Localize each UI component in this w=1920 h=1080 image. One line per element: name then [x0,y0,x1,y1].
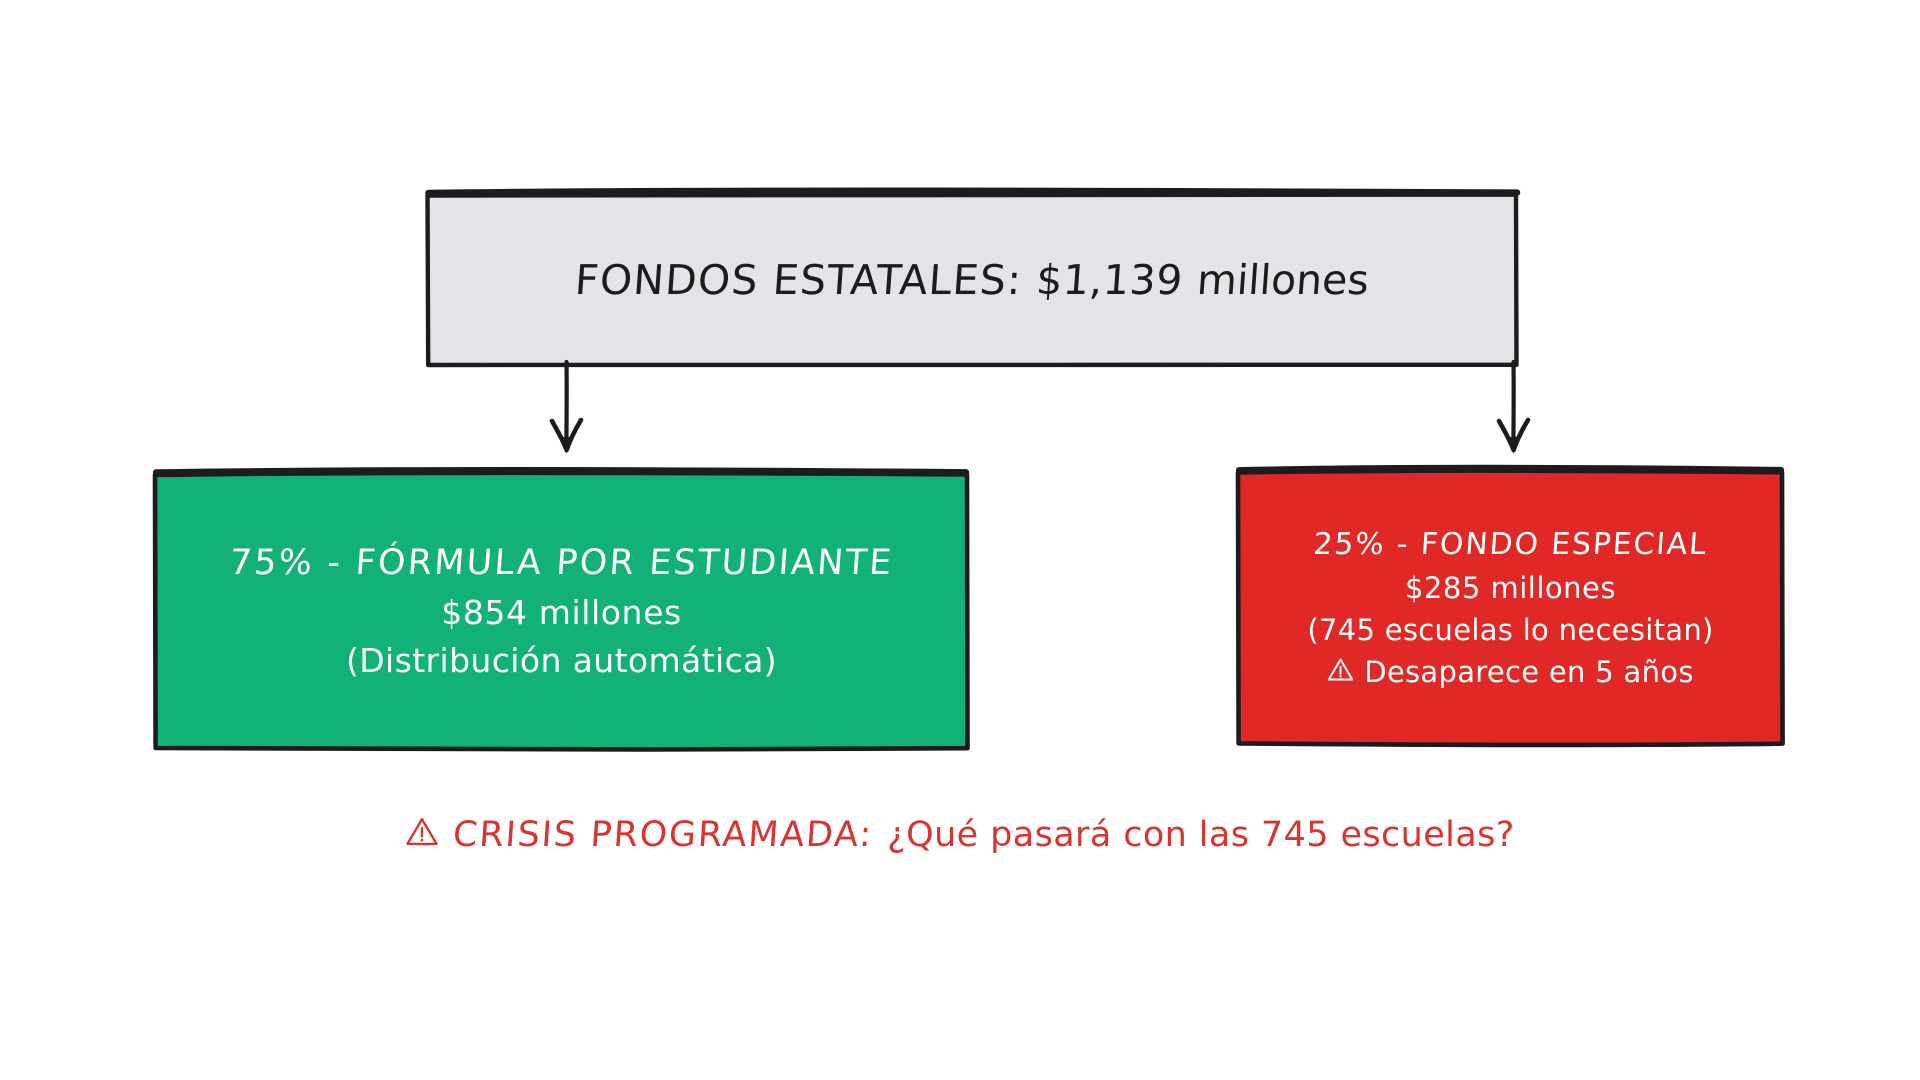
red-box-warning-row: Desaparece en 5 años [1252,651,1769,693]
red-box-heading: 25% - FONDO ESPECIAL [1312,527,1709,563]
warning-triangle-glyph [406,817,438,846]
total-funds-label: FONDOS ESTATALES: [573,256,1024,304]
green-box-amount: $854 millones [441,593,682,632]
red-box-content: 25% - FONDO ESPECIAL $285 millones (745 … [1238,523,1783,693]
total-funds-amount: $1,139 [1034,256,1185,304]
red-box-warning-text: Desaparece en 5 años [1364,655,1694,690]
green-box-heading: 75% - FÓRMULA POR ESTUDIANTE [228,543,895,584]
green-box-note: (Distribución automática) [345,640,778,680]
warning-triangle-icon [1327,657,1354,687]
total-funds-text: FONDOS ESTATALES: $1,139 millones [439,256,1504,304]
arrow-to-red-box [1496,359,1531,454]
warning-triangle-icon [405,816,439,854]
total-funds-box: FONDOS ESTATALES: $1,139 millones [425,187,1521,368]
crisis-caption: CRISIS PROGRAMADA: ¿Qué pasará con las 7… [0,815,1920,855]
total-funds-content: FONDOS ESTATALES: $1,139 millones [427,256,1517,304]
red-box-amount: $285 millones [1404,570,1616,605]
formula-por-estudiante-box: 75% - FÓRMULA POR ESTUDIANTE $854 millon… [152,467,970,752]
total-funds-unit: millones [1195,256,1371,304]
caption-headline: CRISIS PROGRAMADA: [451,815,875,855]
red-box-note: (745 escuelas lo necesitan) [1307,612,1714,647]
arrow-to-green-box [549,359,584,454]
fondo-especial-box: 25% - FONDO ESPECIAL $285 millones (745 … [1235,464,1785,748]
warning-triangle-glyph [1328,658,1354,681]
caption-question: ¿Qué pasará con las 745 escuelas? [887,815,1515,855]
green-box-content: 75% - FÓRMULA POR ESTUDIANTE $854 millon… [155,539,968,684]
